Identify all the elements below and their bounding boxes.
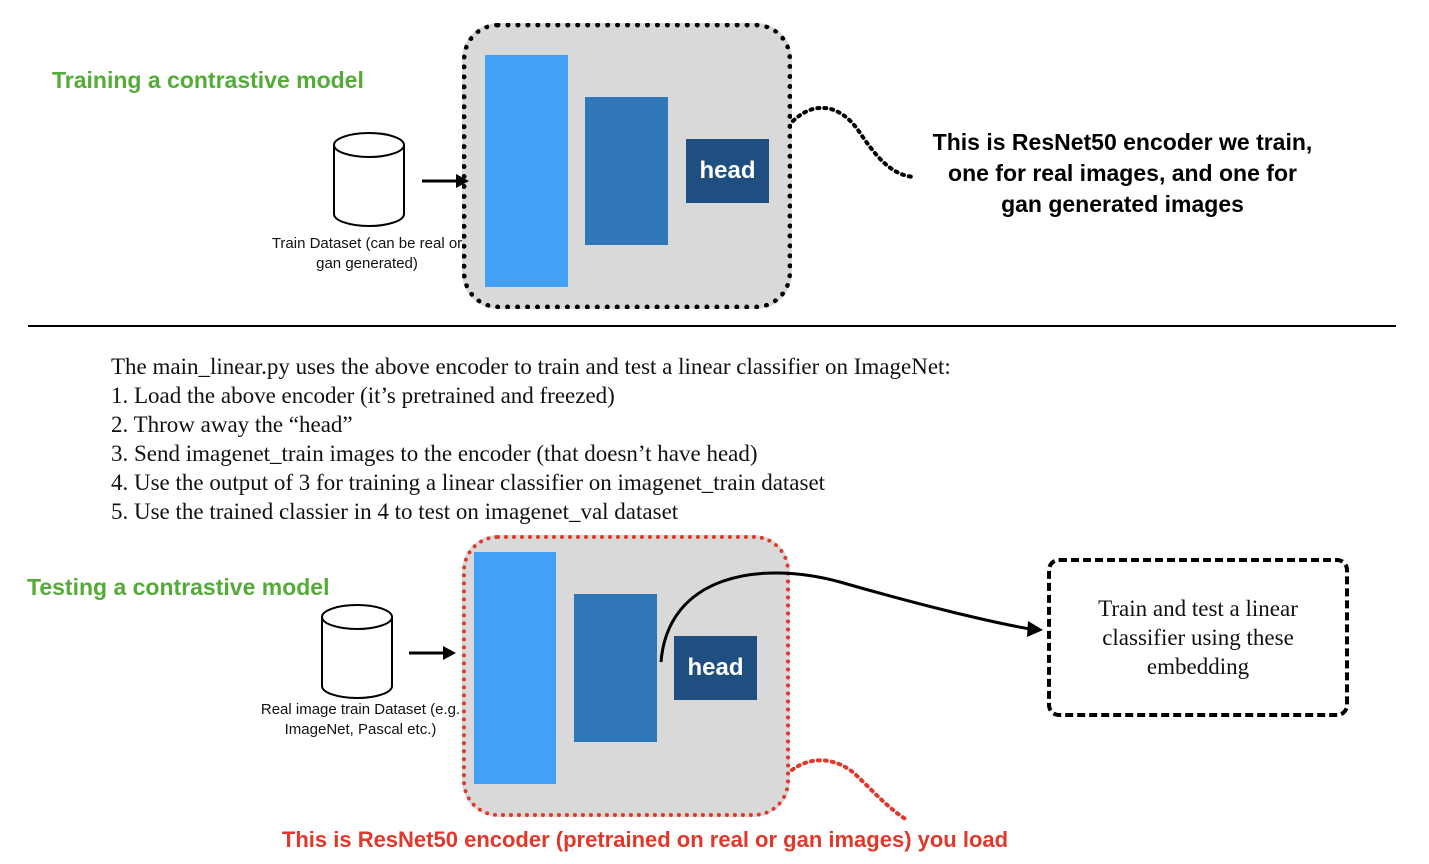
description-step-5: 5. Use the trained classier in 4 to test…: [111, 499, 679, 524]
training-encoder-layer-2: [585, 97, 668, 245]
testing-input-arrow: [409, 646, 456, 660]
result-box: Train and test a linear classifier using…: [1047, 558, 1349, 717]
training-callout: This is ResNet50 encoder we train, one f…: [900, 127, 1345, 220]
testing-title: Testing a contrastive model: [27, 574, 330, 600]
description-block: The main_linear.py uses the above encode…: [111, 352, 1261, 526]
training-callout-connector: [791, 105, 916, 179]
training-encoder-layer-1: [485, 55, 568, 287]
testing-dataset-label-line-2: ImageNet, Pascal etc.): [284, 721, 437, 738]
section-divider: [28, 325, 1396, 327]
training-database-icon: [333, 132, 405, 227]
training-title: Training a contrastive model: [52, 67, 364, 93]
testing-dataset-label: Real image train Dataset (e.g. ImageNet,…: [248, 700, 473, 740]
result-box-line-2: classifier using these: [1102, 625, 1294, 650]
training-callout-line-1: This is ResNet50 encoder we train,: [932, 129, 1313, 155]
testing-encoder-layer-2: [574, 594, 657, 742]
training-dataset-label: Train Dataset (can be real or gan genera…: [262, 234, 472, 274]
embedding-arrow: [659, 571, 1043, 663]
description-step-2: 2. Throw away the “head”: [111, 412, 353, 437]
description-step-4: 4. Use the output of 3 for training a li…: [111, 470, 826, 495]
training-callout-line-3: gan generated images: [1001, 191, 1244, 217]
result-box-line-1: Train and test a linear: [1098, 596, 1298, 621]
training-dataset-label-line-2: gan generated): [316, 255, 418, 272]
testing-dataset-label-line-1: Real image train Dataset (e.g.: [260, 701, 461, 718]
description-step-3: 3. Send imagenet_train images to the enc…: [111, 441, 758, 466]
training-head-box: head: [686, 139, 769, 203]
training-callout-line-2: one for real images, and one for: [948, 160, 1297, 186]
description-intro: The main_linear.py uses the above encode…: [111, 354, 951, 379]
testing-encoder-layer-1: [474, 552, 556, 784]
testing-caption-connector: [790, 758, 909, 822]
testing-database-icon: [321, 604, 393, 699]
training-dataset-label-line-1: Train Dataset (can be real or: [271, 235, 463, 252]
result-box-line-3: embedding: [1146, 654, 1250, 679]
training-input-arrow: [422, 174, 469, 188]
description-step-1: 1. Load the above encoder (it’s pretrain…: [111, 383, 615, 408]
testing-caption: This is ResNet50 encoder (pretrained on …: [281, 827, 1009, 852]
testing-head-box: head: [674, 636, 757, 700]
